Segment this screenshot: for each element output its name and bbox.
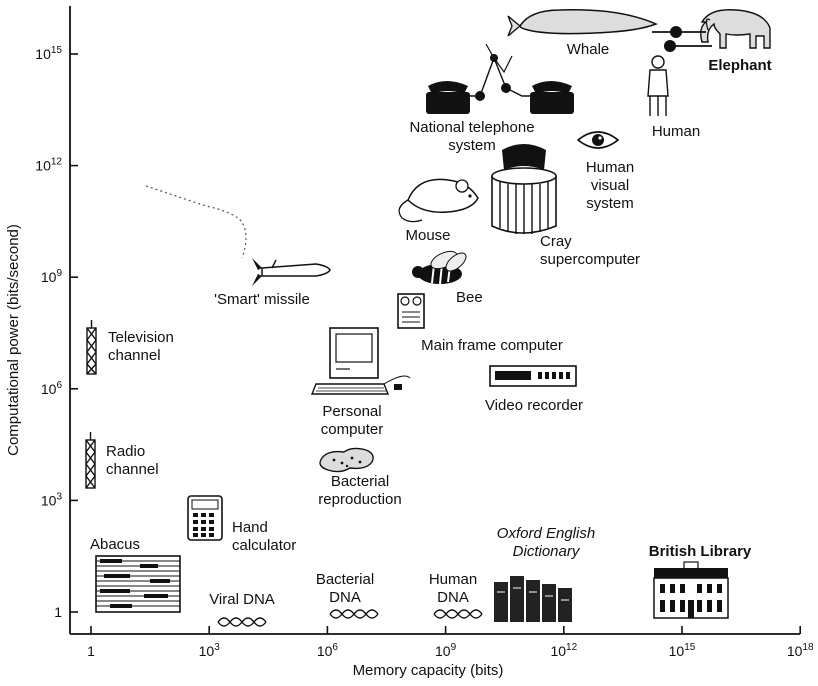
x-tick-label: 1012 [550,642,577,659]
y-tick-label: 106 [41,380,63,397]
dna-strand-icon [217,617,267,627]
point-label-viral-dna: Viral DNA [209,591,275,608]
telephone-network-icon [426,43,574,114]
axes: 1 103 106 109 1012 1015 1018 1 103 106 109 1012 101… [35,6,814,659]
dna-strand-icon [433,609,483,619]
x-tick-label: 106 [317,642,339,659]
whale-elephant-connector [652,26,712,52]
point-label-bee: Bee [456,289,483,306]
x-tick-label: 1015 [669,642,696,659]
bee-icon [412,250,467,285]
personal-computer-icon [310,327,411,395]
point-label-main-frame-computer: Main frame computer [421,337,563,354]
x-axis-ticks: 1 103 106 109 1012 1015 1018 [87,626,814,659]
calculator-icon [187,495,223,541]
cray-supercomputer-icon [491,144,557,234]
point-label-elephant: Elephant [708,57,771,74]
y-tick-label: 1 [54,604,62,620]
x-tick-label: 103 [199,642,221,659]
x-tick-label: 1018 [787,642,814,659]
video-recorder-icon [489,365,577,387]
point-label-british-library: British Library [649,543,752,560]
books-icon [494,576,572,622]
y-tick-label: 1015 [35,45,62,62]
point-label-mouse: Mouse [405,227,450,244]
point-label-smart-missile: 'Smart' missile [214,291,310,308]
y-axis-ticks: 1 103 106 109 1012 1015 [35,45,78,620]
y-tick-label: 109 [41,268,63,285]
human-figure-icon [647,55,669,116]
point-label-video-recorder: Video recorder [485,397,583,414]
library-building-icon [653,561,729,619]
whale-icon [507,9,658,37]
point-label-abacus: Abacus [90,536,140,553]
point-label-whale: Whale [567,41,610,58]
mouse-icon [398,178,479,223]
x-axis-title: Memory capacity (bits) [353,662,504,679]
y-tick-label: 103 [41,491,63,508]
missile-icon [145,185,331,286]
mainframe-icon [397,293,425,329]
y-axis-title: Computational power (bits/second) [5,224,22,456]
point-label-human: Human [652,123,700,140]
dna-strand-icon [329,609,379,619]
tv-tower-icon [86,320,97,375]
y-tick-label: 1012 [35,157,62,174]
x-tick-label: 1 [87,643,95,659]
abacus-icon [95,555,181,613]
eye-icon [576,131,620,149]
elephant-icon [699,9,771,49]
radio-tower-icon [85,432,96,489]
x-tick-label: 109 [435,642,457,659]
bacterium-icon [319,447,374,473]
